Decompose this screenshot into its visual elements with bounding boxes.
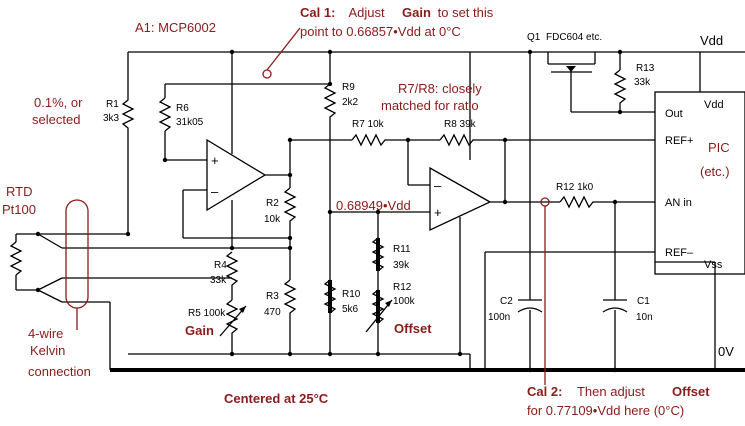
pic-pin-ref-plus: REF+ [665, 135, 693, 147]
q1-part: FDC604 etc. [546, 32, 602, 43]
r12b-label: R12 1k0 [556, 182, 594, 193]
cal1-text: Adjust [342, 5, 388, 20]
r2-name: R2 [266, 198, 279, 209]
tolerance-line2: selected [32, 112, 80, 127]
r13-value: 33k [634, 77, 651, 88]
r1-value: 3k3 [103, 113, 120, 124]
r13-name: R13 [636, 63, 655, 74]
r4-value: 33k [210, 275, 227, 286]
r13-resistor [613, 69, 627, 112]
c1-value: 10n [636, 312, 653, 323]
kelvin-line2: Kelvin [30, 343, 65, 358]
c2-name: C2 [500, 296, 513, 307]
r6-resistor [158, 97, 172, 132]
zero-v-label: 0V [718, 344, 734, 359]
cal1-prefix: Cal 1: [300, 5, 335, 20]
r3-name: R3 [266, 291, 279, 302]
r5-gain-pot [225, 299, 239, 354]
r10-value: 5k6 [342, 304, 359, 315]
r7-resistor [351, 133, 440, 147]
r12-1k0-resistor [559, 195, 655, 209]
cal1-marker [262, 69, 272, 79]
opamp2-minus: – [434, 178, 442, 193]
r11-name: R11 [393, 244, 411, 255]
opamp-2 [429, 166, 492, 232]
r3-value: 470 [264, 307, 281, 318]
r7-label: R7 10k [352, 119, 385, 130]
r9-value: 2k2 [342, 97, 359, 108]
r8-resistor [439, 133, 505, 147]
r9-name: R9 [342, 82, 355, 93]
kelvin-line3: connection [28, 364, 91, 379]
a1-label: A1: MCP6002 [135, 20, 216, 35]
pic-pin-an-in: AN in [665, 197, 692, 209]
pic-etc-label: (etc.) [700, 164, 730, 179]
kelvin-line1: 4-wire [28, 326, 63, 341]
r3-resistor [283, 279, 297, 354]
vdd-top-label: Vdd [700, 33, 723, 48]
r7r8-line1: R7/R8: closely [398, 81, 482, 96]
r6-value: 31k05 [176, 117, 204, 128]
offset-label: Offset [394, 321, 432, 336]
cal1-gain: Gain [402, 5, 431, 20]
tolerance-line1: 0.1%, or [34, 95, 83, 110]
centered-label: Centered at 25°C [224, 391, 329, 406]
r7r8-line2: matched for ratio [381, 98, 479, 113]
r11-value: 39k [393, 260, 410, 271]
cal1-text2: to set this [434, 5, 494, 20]
node-voltage-label: 0.68949•Vdd [336, 198, 411, 213]
cal2-offset: Offset [672, 384, 710, 399]
r4-resistor [225, 251, 239, 300]
r12a-value: 100k [393, 296, 416, 307]
pic-pin-vss: Vss [704, 259, 723, 271]
r5-name: R5 100k [188, 308, 226, 319]
r2-resistor [283, 187, 297, 238]
c1-plate-bottom [602, 307, 628, 313]
rtd-resistor [9, 241, 23, 276]
r2-value: 10k [264, 214, 281, 225]
c2-value: 100n [488, 312, 510, 323]
r1-resistor [121, 95, 135, 234]
r4-name: R4 [214, 260, 227, 271]
rtd-label-1: RTD [6, 184, 32, 199]
r8-label: R8 39k [444, 119, 477, 130]
kelvin-connection-ring [65, 199, 89, 309]
gain-label: Gain [185, 323, 214, 338]
q1-label: Q1 [527, 32, 541, 43]
cal1-line2: point to 0.66857•Vdd at 0°C [300, 24, 461, 39]
r9-resistor [323, 83, 337, 212]
c1-name: C1 [637, 296, 650, 307]
r10-name: R10 [342, 289, 361, 300]
pic-label: PIC [708, 140, 730, 155]
rtd-label-2: Pt100 [2, 202, 36, 217]
pic-pin-vdd: Vdd [704, 99, 724, 111]
pic-pin-ref-minus: REF– [665, 247, 694, 259]
pic-pin-out: Out [665, 108, 683, 120]
opamp2-plus: + [434, 205, 442, 220]
c2-plate-bottom [517, 307, 543, 313]
r1-name: R1 [106, 99, 119, 110]
cal2-text: Then adjust [570, 384, 649, 399]
opamp1-minus: – [211, 184, 219, 199]
cal2-line2: for 0.77109•Vdd here (0°C) [527, 403, 684, 418]
opamp1-plus: + [211, 153, 219, 168]
r6-name: R6 [176, 103, 189, 114]
opamp-1 [206, 138, 267, 212]
cal2-prefix: Cal 2: [527, 384, 562, 399]
r12a-name: R12 [393, 282, 412, 293]
